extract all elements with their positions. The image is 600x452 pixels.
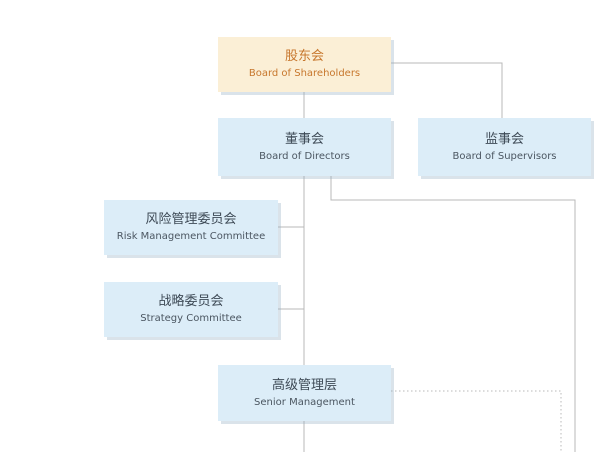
node-label-en: Board of Directors	[259, 150, 350, 162]
node-label-en: Risk Management Committee	[116, 231, 266, 242]
connector-senior-dotted	[391, 390, 562, 452]
node-label-zh: 高级管理层	[271, 377, 337, 393]
connector-directors-right	[330, 176, 576, 452]
node-label-zh: 战略委员会	[158, 294, 224, 309]
node-label-zh: 监事会	[484, 131, 524, 147]
node-board-of-shareholders: 股东会 Board of Shareholders	[218, 37, 391, 92]
node-strategy-committee: 战略委员会 Strategy Committee	[104, 282, 278, 337]
node-label-zh: 股东会	[284, 49, 324, 64]
node-label-en: Board of Shareholders	[248, 68, 361, 79]
node-senior-management: 高级管理层 Senior Management	[218, 365, 391, 421]
node-board-of-supervisors: 监事会 Board of Supervisors	[418, 118, 591, 176]
node-label-en: Senior Management	[254, 396, 355, 408]
node-label-zh: 董事会	[284, 131, 324, 147]
node-label-en: Strategy Committee	[140, 313, 242, 324]
node-board-of-directors: 董事会 Board of Directors	[218, 118, 391, 176]
connector-shareholders-supervisors	[391, 62, 503, 118]
node-risk-management-committee: 风险管理委员会 Risk Management Committee	[104, 200, 278, 255]
node-label-zh: 风险管理委员会	[145, 212, 237, 227]
node-label-en: Board of Supervisors	[452, 150, 557, 162]
